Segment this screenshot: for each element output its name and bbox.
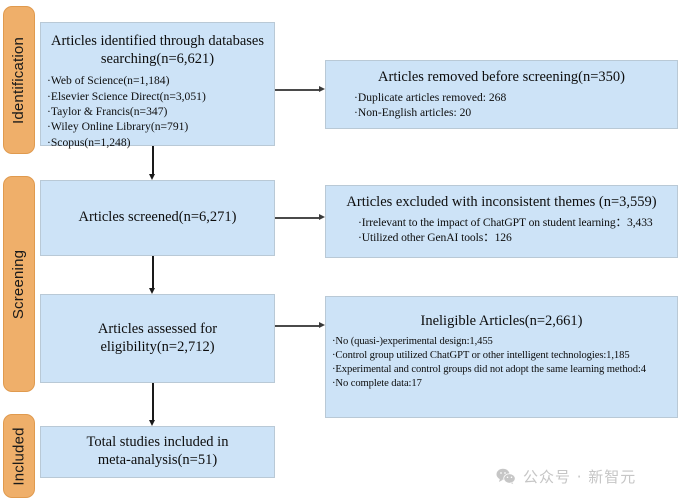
box-articles-screened-title: Articles screened(n=6,271) — [78, 209, 237, 226]
box-total-included-title: Total studies included in meta-analysis(… — [86, 434, 229, 468]
connector-identified-to-removed — [275, 89, 319, 91]
box-articles-removed: Articles removed before screening(n=350)… — [325, 60, 678, 129]
list-item: ·No complete data:17 — [332, 377, 422, 389]
box-articles-removed-bullets: ·Duplicate articles removed: 268 ·Non-En… — [354, 90, 671, 121]
list-item: ·Elsevier Science Direct(n=3,051) — [47, 89, 206, 103]
box-articles-identified-bullets: ·Web of Science(n=1,184) ·Elsevier Scien… — [47, 73, 268, 149]
wechat-icon — [496, 468, 516, 485]
box-articles-screened: Articles screened(n=6,271) — [40, 180, 275, 256]
stage-bar-identification: Identification — [3, 6, 35, 154]
stage-bar-included: Included — [3, 414, 35, 498]
connector-identified-to-screened — [152, 146, 154, 174]
connector-eligibility-to-ineligible — [275, 325, 319, 327]
list-item: ·Web of Science(n=1,184) — [47, 74, 170, 88]
box-ineligible-articles: Ineligible Articles(n=2,661) ·No (quasi-… — [325, 296, 678, 418]
box-articles-eligibility-title: Articles assessed for eligibility(n=2,71… — [97, 320, 218, 355]
stage-label-identification: Identification — [10, 36, 28, 124]
arrowhead-identified-to-removed — [319, 86, 325, 92]
box-articles-identified-title: Articles identified through databases se… — [50, 33, 264, 67]
stage-bar-screening: Screening — [3, 176, 35, 392]
connector-screened-to-eligibility — [152, 256, 154, 288]
list-item: ·Control group utilized ChatGPT or other… — [332, 349, 630, 361]
box-total-included: Total studies included in meta-analysis(… — [40, 426, 275, 478]
box-articles-removed-title: Articles removed before screening(n=350) — [378, 69, 625, 85]
watermark: 公众号 · 新智元 — [496, 466, 636, 487]
stage-label-screening: Screening — [10, 249, 28, 319]
arrowhead-eligibility-to-ineligible — [319, 322, 325, 328]
box-articles-excluded-themes-bullets: ·Irrelevant to the impact of ChatGPT on … — [358, 215, 671, 246]
list-item: ·Taylor & Francis(n=347) — [47, 104, 168, 118]
connector-screened-to-excluded — [275, 217, 319, 219]
stage-label-included: Included — [10, 426, 28, 486]
connector-eligibility-to-included — [152, 383, 154, 420]
arrowhead-identified-to-screened — [149, 174, 155, 180]
list-item: ·No (quasi-)experimental design:1,455 — [332, 335, 493, 347]
arrowhead-eligibility-to-included — [149, 420, 155, 426]
box-ineligible-articles-title: Ineligible Articles(n=2,661) — [420, 313, 583, 329]
list-item: ·Duplicate articles removed: 268 — [354, 90, 507, 104]
box-articles-identified: Articles identified through databases se… — [40, 22, 275, 149]
list-item: ·Irrelevant to the impact of ChatGPT on … — [358, 215, 653, 229]
list-item: ·Scopus(n=1,248) — [47, 135, 131, 149]
arrowhead-screened-to-excluded — [319, 214, 325, 220]
box-articles-eligibility: Articles assessed for eligibility(n=2,71… — [40, 294, 275, 383]
box-ineligible-articles-bullets: ·No (quasi-)experimental design:1,455 ·C… — [332, 335, 671, 391]
list-item: ·Experimental and control groups did not… — [332, 363, 646, 375]
box-articles-excluded-themes-title: Articles excluded with inconsistent them… — [346, 194, 657, 210]
watermark-text: 公众号 · 新智元 — [523, 468, 637, 486]
arrowhead-screened-to-eligibility — [149, 288, 155, 294]
list-item: ·Utilized other GenAI tools：126 — [358, 230, 512, 244]
list-item: ·Non-English articles: 20 — [354, 105, 472, 119]
list-item: ·Wiley Online Library(n=791) — [47, 120, 189, 134]
box-articles-excluded-themes: Articles excluded with inconsistent them… — [325, 185, 678, 258]
